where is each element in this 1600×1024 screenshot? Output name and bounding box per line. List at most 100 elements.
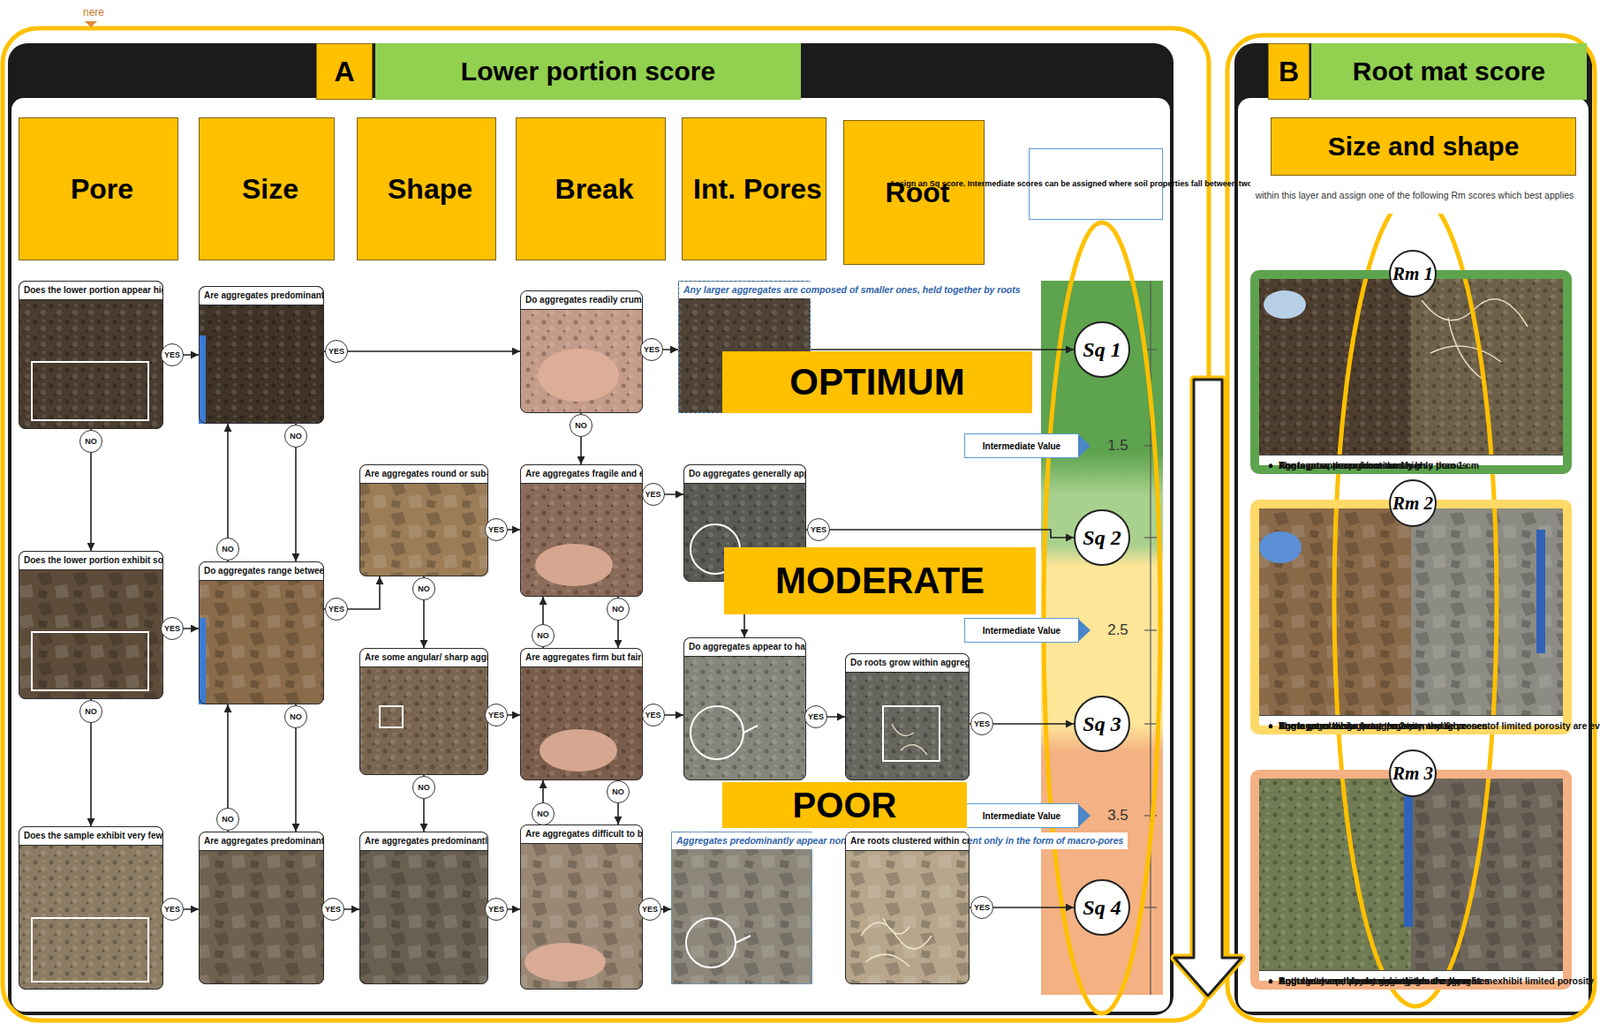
marker-triangle (84, 21, 98, 28)
column-header: Size (198, 117, 335, 261)
node-text: Are roots clustered within cracks or aro… (845, 832, 970, 852)
node-text: POOR (722, 785, 967, 826)
root-mat-card: Aggregates range between 2 mm and 6 cmSo… (1250, 499, 1572, 735)
node-text: Sq 4 (1075, 896, 1129, 921)
column-header: Root (843, 120, 985, 265)
instruction-text: within this layer and assign one of the … (1250, 178, 1579, 214)
column-header: Shape (356, 117, 497, 261)
scale-value: 3.5 (1098, 801, 1138, 831)
node-text: Are aggregates difficult to break, requi… (520, 825, 643, 845)
decision-label: NO (531, 624, 555, 648)
intermediate-value-box: Intermediate Value (964, 433, 1080, 459)
flow-arrow (324, 350, 521, 353)
decision-label: NO (412, 776, 436, 800)
node-text: Size (203, 171, 338, 207)
decision-label: YES (484, 518, 508, 542)
decision-label: YES (160, 343, 184, 367)
decision-label: YES (641, 483, 665, 506)
score-circle: Sq 1 (1073, 321, 1131, 378)
node-text: Do aggregates range between 2 mm and 10 … (199, 562, 325, 582)
instruction-note: Assign an Sq score. Intermediate scores … (1028, 148, 1163, 220)
decision-label: NO (216, 537, 240, 561)
node-text: Do roots grow within aggregates? (845, 654, 970, 673)
node-text: Intermediate Value (965, 441, 1079, 452)
decision-label: YES (324, 597, 348, 621)
decision-label: YES (640, 338, 664, 362)
section-header: Size and shape (1270, 117, 1577, 176)
decision-label: NO (79, 430, 103, 453)
question-box: Are aggregates predominantly less than 6… (198, 286, 325, 424)
decision-label: YES (324, 339, 348, 363)
question-box: Do aggregates appear to have limited int… (683, 637, 807, 781)
decision-label: NO (606, 780, 630, 804)
node-text: OPTIMUM (722, 361, 1033, 404)
panel-frame (7, 43, 1174, 1016)
node-text: Assign an Sq score. Intermediate scores … (1033, 179, 1166, 189)
decision-label: YES (321, 898, 345, 921)
bullet-list: Aggregates range between 2 mm and 6 cmSo… (1259, 715, 1563, 726)
score-circle: Rm 3 (1388, 749, 1437, 798)
panel-frame (1234, 43, 1593, 1016)
node-text: Does the lower portion exhibit some macr… (19, 551, 164, 571)
panel-ground (1237, 98, 1589, 1012)
node-text: MODERATE (724, 559, 1036, 603)
bullet-text: Roots may or may not grow within the lay… (1266, 975, 1472, 988)
node-text: Intermediate Value (965, 811, 1079, 822)
cropped-note: nere (74, 5, 114, 20)
score-circle: Rm 1 (1388, 249, 1437, 298)
pointer-triangle (1078, 618, 1091, 642)
question-box: Are roots clustered within cracks or aro… (845, 831, 970, 985)
column-header: Pore (18, 117, 179, 261)
node-text: Are aggregates fragile and easy to break… (520, 465, 643, 484)
score-circle: Sq 2 (1073, 509, 1131, 567)
pointer-triangle (1078, 804, 1091, 828)
column-header: Int. Pores (681, 117, 827, 261)
node-text: Shape (361, 171, 499, 207)
root-mat-card: Aggregates are predominantly greater tha… (1250, 769, 1572, 990)
bullet-list: Aggregates are predominantly less than 1… (1259, 454, 1563, 466)
bullet-text: Roots grow throughout the layer (1266, 460, 1423, 472)
highlight-outline (2, 28, 1209, 1021)
question-box: Are aggregates difficult to break, requi… (520, 824, 643, 990)
decision-label: YES (484, 703, 508, 727)
panel: ALower portion scorePoreSizeShapeBreakIn… (7, 43, 1174, 1016)
category-label: OPTIMUM (722, 351, 1033, 414)
flow-arrow (810, 348, 1074, 351)
highlight-outline (1227, 35, 1595, 1021)
node-text: Root (847, 174, 988, 211)
node-text: Do aggregates appear to have limited int… (684, 638, 807, 657)
node-text: Sq 2 (1075, 526, 1129, 551)
panel-letter: B (1267, 43, 1310, 100)
decision-label: YES (970, 712, 994, 736)
highlight-ellipse (1334, 194, 1497, 1007)
node-text: Do aggregates generally appear porous? (684, 465, 807, 484)
question-box: Are aggregates predominantly angular/sha… (359, 831, 489, 985)
decision-label: YES (638, 898, 662, 921)
node-text: Sq 3 (1075, 712, 1129, 737)
decision-label: YES (804, 705, 828, 729)
decision-label: NO (412, 577, 436, 601)
decision-label: NO (606, 597, 630, 621)
decision-label: YES (807, 518, 831, 542)
pointer-triangle (1078, 434, 1091, 458)
question-box: Are aggregates firm but fairly easy to b… (520, 648, 643, 781)
pointer-triangle (1078, 618, 1093, 643)
scale-value: 1.5 (1098, 431, 1138, 461)
note-box: Aggregates predominantly appear non-poro… (671, 831, 813, 985)
node-text: Sq 1 (1075, 338, 1129, 363)
root-mat-card: Aggregates are predominantly less than 1… (1250, 270, 1572, 475)
flow-arrow (806, 529, 1074, 538)
intermediate-value-box: Intermediate Value (964, 618, 1080, 643)
node-text: Rm 2 (1390, 492, 1435, 515)
question-box: Do aggregates range between 2 mm and 10 … (198, 561, 325, 705)
decision-label: NO (569, 414, 593, 438)
decision-label: NO (284, 705, 308, 729)
category-label: POOR (722, 782, 967, 829)
node-text: Does the lower portion appear highly por… (19, 281, 164, 301)
decision-label: NO (531, 802, 555, 826)
bullet-list: Aggregates are predominantly greater tha… (1259, 970, 1563, 982)
question-box: Do aggregates readily crumble between fi… (520, 290, 643, 414)
node-text: Intermediate Value (965, 626, 1079, 636)
